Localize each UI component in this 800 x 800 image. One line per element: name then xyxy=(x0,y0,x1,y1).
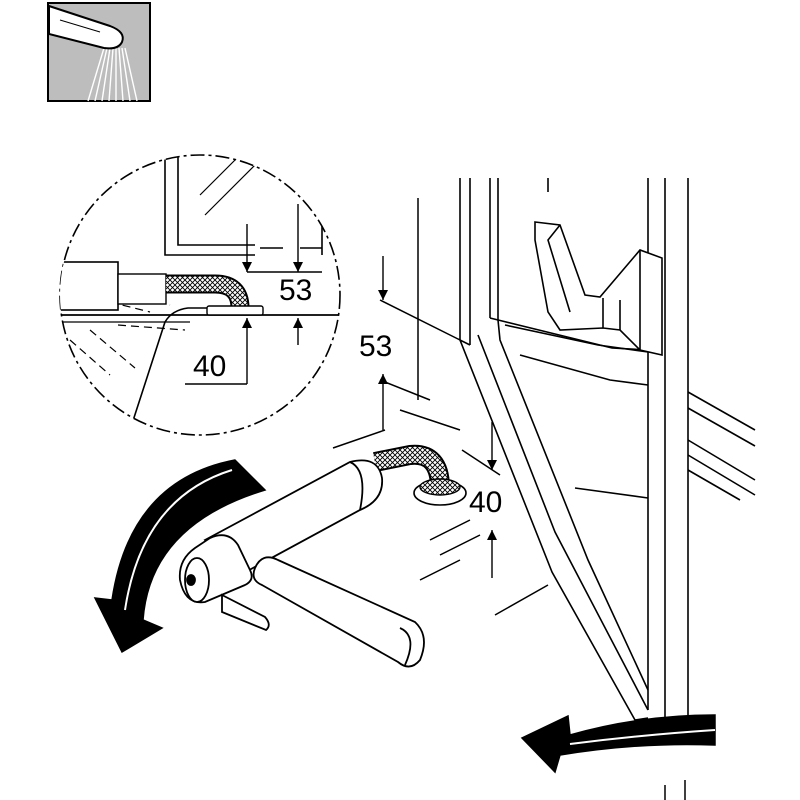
rotation-arrow-right-icon xyxy=(520,714,716,800)
rotation-arrow-left-icon xyxy=(93,459,267,654)
main-dimension-lower: 40 xyxy=(469,486,502,519)
sink-cabinet xyxy=(458,178,756,730)
faucet-body xyxy=(178,459,425,668)
detail-magnifier: 53 40 xyxy=(59,154,341,436)
hose-connector xyxy=(373,444,467,506)
faucet-assembly: 53 40 xyxy=(178,198,549,668)
detail-dimension-upper: 53 xyxy=(279,274,312,307)
detail-dimension-lower: 40 xyxy=(193,350,226,383)
main-dimension-upper: 53 xyxy=(359,330,392,363)
spray-mode-icon xyxy=(47,2,151,102)
guide-lines xyxy=(332,198,549,616)
